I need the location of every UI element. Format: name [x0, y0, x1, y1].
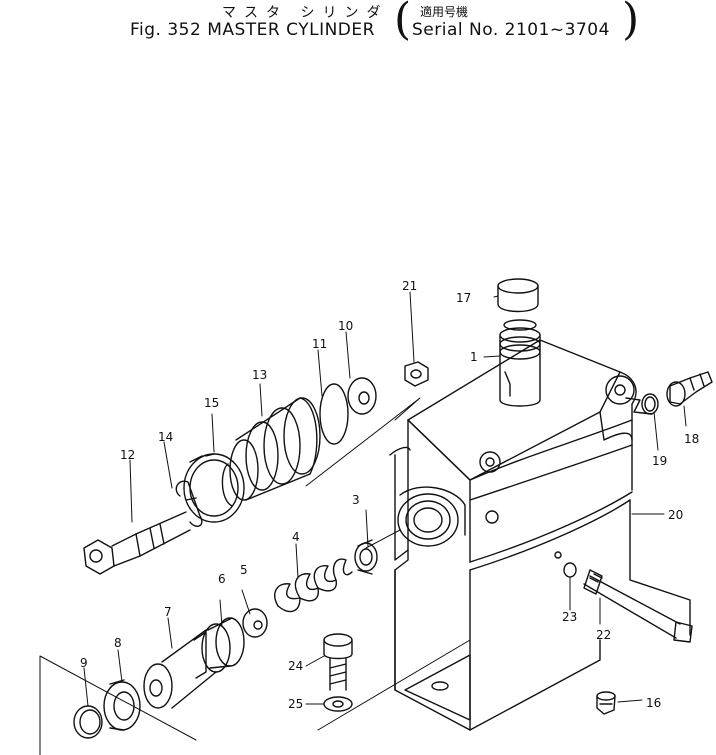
callout-15: 15: [204, 396, 219, 410]
cap-drawing: [497, 278, 539, 331]
fitting-18-drawing: [641, 371, 713, 415]
ring-11-drawing: [319, 383, 349, 445]
callout-10: 10: [338, 319, 353, 333]
ring-9-drawing: [73, 705, 103, 739]
callout-numbers: 1 22 3 4 5 6 7 8 9 10 11 12 13 14 15 16 …: [80, 279, 699, 711]
callout-23: 23: [562, 610, 577, 624]
callout-11: 11: [312, 337, 327, 351]
spring-4-drawing: [274, 558, 353, 613]
push-rod-12-drawing: [83, 511, 191, 575]
callout-1: 1: [470, 350, 478, 364]
figure-title: Fig. 352 MASTER CYLINDER: [130, 20, 375, 40]
leader-lines: [83, 291, 687, 707]
nut-21-drawing: [404, 361, 429, 387]
open-paren: (: [394, 0, 412, 45]
serial-range: Serial No. 2101~3704: [412, 20, 610, 40]
callout-20: 20: [668, 508, 683, 522]
callout-4: 4: [292, 530, 300, 544]
callout-14: 14: [158, 430, 173, 444]
callout-2: 22: [596, 628, 611, 642]
callout-3: 3: [352, 493, 360, 507]
washer-10-drawing: [347, 377, 377, 415]
callout-17: 17: [456, 291, 471, 305]
callout-16: 16: [646, 696, 661, 710]
callout-18: 18: [684, 432, 699, 446]
callout-24: 24: [288, 659, 303, 673]
close-paren: ): [622, 0, 640, 45]
callout-6: 6: [218, 572, 226, 586]
bolt-22-drawing: [563, 562, 693, 643]
callout-12: 12: [120, 448, 135, 462]
reservoir-body-drawing: [389, 327, 691, 731]
piston-assembly-drawing: [143, 608, 268, 709]
callout-8: 8: [114, 636, 122, 650]
callout-13: 13: [252, 368, 267, 382]
callout-21: 21: [402, 279, 417, 293]
seal-8-drawing: [103, 679, 141, 731]
callout-7: 7: [164, 605, 172, 619]
bolt-24-drawing: [323, 633, 353, 712]
callout-9: 9: [80, 656, 88, 670]
japanese-title: マスタ シリンダ: [222, 5, 389, 21]
assembly-guide-lines: [39, 397, 471, 755]
plug-16-drawing: [596, 691, 616, 715]
boot-13-drawing: [221, 397, 321, 507]
callout-25: 25: [288, 697, 303, 711]
callout-5: 5: [240, 563, 248, 577]
japanese-applicable-label: 適用号機: [420, 5, 469, 19]
callout-19: 19: [652, 454, 667, 468]
clip-14-drawing: [175, 480, 203, 527]
piston-cup-3-drawing: [354, 539, 378, 575]
ring-15-drawing: [183, 453, 245, 523]
